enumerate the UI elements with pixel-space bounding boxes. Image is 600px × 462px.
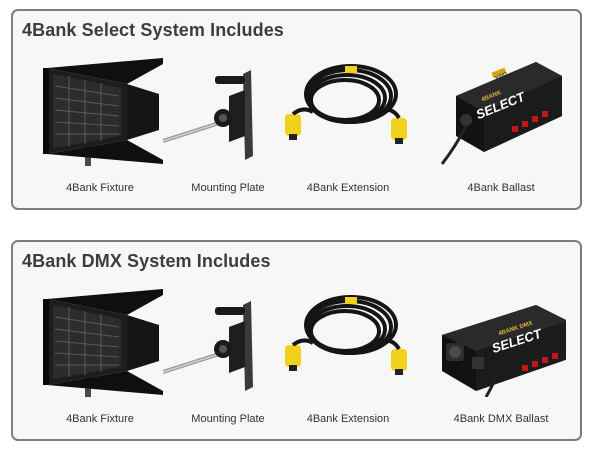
product-label: Mounting Plate bbox=[191, 413, 265, 425]
product-mounting-plate: Mounting Plate bbox=[163, 287, 293, 427]
product-label: 4Bank Fixture bbox=[66, 413, 134, 425]
panel-title: 4Bank Select System Includes bbox=[22, 20, 284, 40]
product-ballast: KINO 4BANK SELECT 4Bank Ballast bbox=[436, 56, 566, 196]
product-fixture: 4Bank Fixture bbox=[35, 56, 165, 196]
select-system-panel: 4Bank Select System Includes 4Ba bbox=[11, 9, 582, 210]
dmx-system-panel: 4Bank DMX System Includes 4Bank bbox=[11, 240, 582, 441]
fixture-icon bbox=[35, 56, 165, 166]
mounting-plate-icon bbox=[163, 287, 293, 397]
product-extension: 4Bank Extension bbox=[283, 287, 413, 427]
product-mounting-plate: Mounting Plate bbox=[163, 56, 293, 196]
mounting-plate-icon bbox=[163, 56, 293, 166]
product-extension: 4Bank Extension bbox=[283, 56, 413, 196]
ballast-brand: KINO bbox=[495, 71, 509, 81]
product-label: 4Bank DMX Ballast bbox=[453, 413, 549, 425]
fixture-icon bbox=[35, 287, 165, 397]
product-fixture: 4Bank Fixture bbox=[35, 287, 165, 427]
product-label: 4Bank Ballast bbox=[467, 182, 535, 194]
extension-cable-icon bbox=[283, 56, 413, 166]
product-label: 4Bank Extension bbox=[306, 413, 390, 425]
product-label: Mounting Plate bbox=[191, 182, 265, 194]
panel-title: 4Bank DMX System Includes bbox=[22, 251, 271, 271]
product-label: 4Bank Extension bbox=[306, 182, 390, 194]
ballast-icon: KINO 4BANK SELECT bbox=[436, 56, 566, 166]
product-dmx-ballast: 4BANK DMX SELECT 4Bank DMX Ballast bbox=[436, 287, 566, 427]
product-label: 4Bank Fixture bbox=[66, 182, 134, 194]
extension-cable-icon bbox=[283, 287, 413, 397]
dmx-ballast-icon: 4BANK DMX SELECT bbox=[436, 287, 566, 397]
